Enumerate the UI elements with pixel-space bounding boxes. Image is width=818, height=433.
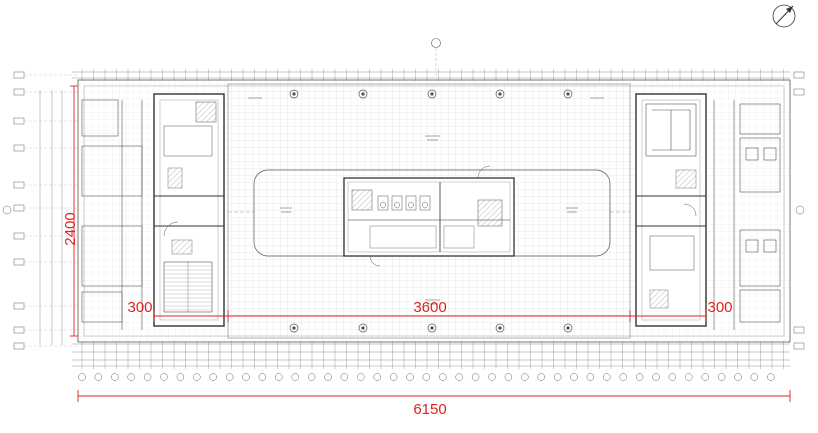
grid-bubble-icon: [652, 373, 660, 381]
grid-bubble-icon: [357, 373, 365, 381]
grid-bubble-icon: [422, 373, 431, 381]
left-vertical-dimension: [39, 90, 63, 345]
center-span-dimension-label: 3600: [413, 299, 446, 316]
grid-bubble-icon: [324, 373, 332, 381]
grid-bubble-icon: [373, 373, 381, 381]
stair-icon: [163, 261, 213, 313]
grid-bubble-icon: [701, 373, 709, 381]
top-dimension-chain: [72, 71, 790, 79]
grid-bubble-icon: [78, 373, 86, 381]
grid-bubble-icon: [275, 373, 283, 381]
grid-bubble-icon: [13, 342, 78, 350]
red-dimension-lines: [70, 85, 791, 402]
grid-bubble-icon: [635, 373, 644, 381]
grid-bubble-icon: [431, 38, 441, 76]
left-perimeter-rooms: [81, 99, 143, 330]
grid-bubble-icon: [793, 88, 805, 96]
grid-bubble-icon: [291, 373, 299, 381]
grid-bubble-icon: [307, 373, 316, 381]
left-service-core: [153, 93, 225, 327]
grid-bubble-icon: [795, 205, 805, 215]
right-service-core: [635, 93, 707, 327]
left-core-dimension-label: 300: [127, 299, 152, 316]
grid-bubble-icon: [717, 373, 726, 381]
grid-bubble-icon: [242, 373, 250, 381]
toilet-icon: [377, 195, 431, 211]
grid-bubble-icon: [504, 373, 513, 381]
grid-bubble-icon: [193, 373, 201, 381]
bottom-axis-bubbles: [78, 373, 775, 381]
grid-bubble-icon: [13, 144, 78, 152]
grid-bubble-icon: [13, 88, 78, 96]
central-core: [343, 165, 515, 267]
grid-bubble-icon: [793, 71, 805, 79]
grid-bubble-icon: [209, 373, 217, 381]
grid-bubble-icon: [750, 373, 759, 381]
grid-bubble-icon: [13, 232, 78, 240]
grid-bubble-icon: [471, 373, 480, 381]
grid-bubble-icon: [793, 342, 805, 350]
grid-bubble-icon: [553, 373, 562, 381]
grid-bubble-icon: [439, 373, 447, 381]
grid-bubble-icon: [111, 373, 119, 381]
right-axis-bubbles: [793, 71, 805, 350]
top-dimension-ticks: [81, 69, 784, 81]
grid-bubble-icon: [13, 258, 78, 266]
grid-bubble-icon: [455, 373, 463, 381]
grid-bubble-icon: [13, 181, 78, 189]
grid-bubble-icon: [13, 326, 78, 334]
door-swing-icon: [683, 203, 697, 217]
grid-bubble-icon: [143, 373, 152, 381]
grid-bubble-icon: [793, 326, 805, 334]
bottom-dimension-ticks: [81, 341, 784, 369]
grid-bubble-icon: [13, 302, 78, 310]
grid-bubble-icon: [94, 373, 103, 381]
grid-bubble-icon: [176, 373, 185, 381]
grid-bubble-icon: [389, 373, 398, 381]
grid-bubble-icon: [685, 373, 693, 381]
room-tag-marks: [248, 97, 604, 305]
north-arrow-icon: [772, 4, 796, 28]
grid-bubble-icon: [734, 373, 742, 381]
right-core-dimension-label: 300: [707, 299, 732, 316]
grid-bubble-icon: [258, 373, 267, 381]
grid-bubble-icon: [13, 204, 78, 212]
stair-icon: [645, 103, 697, 157]
bottom-dimension-chain: [72, 343, 790, 367]
grid-bubble-icon: [586, 373, 595, 381]
grid-bubble-icon: [13, 71, 78, 79]
grid-bubble-icon: [668, 373, 677, 381]
grid-bubble-icon: [2, 205, 12, 215]
grid-bubble-icon: [767, 373, 775, 381]
right-perimeter-rooms: [713, 100, 781, 330]
grid-bubble-icon: [537, 373, 545, 381]
grid-bubble-icon: [619, 373, 627, 381]
grid-bubble-icon: [13, 117, 78, 125]
height-dimension-label: 2400: [62, 212, 79, 245]
grid-bubble-icon: [160, 373, 168, 381]
total-width-dimension-label: 6150: [413, 401, 446, 418]
grid-bubble-icon: [340, 373, 349, 381]
grid-bubble-icon: [521, 373, 529, 381]
grid-bubble-icon: [127, 373, 135, 381]
grid-bubble-icon: [406, 373, 414, 381]
door-swing-icon: [163, 221, 179, 237]
grid-bubble-icon: [603, 373, 611, 381]
grid-bubble-icon: [225, 373, 234, 381]
left-axis-bubbles: [2, 71, 78, 350]
grid-bubble-icon: [570, 373, 578, 381]
column-icon: [289, 89, 573, 333]
grid-bubble-icon: [488, 373, 496, 381]
